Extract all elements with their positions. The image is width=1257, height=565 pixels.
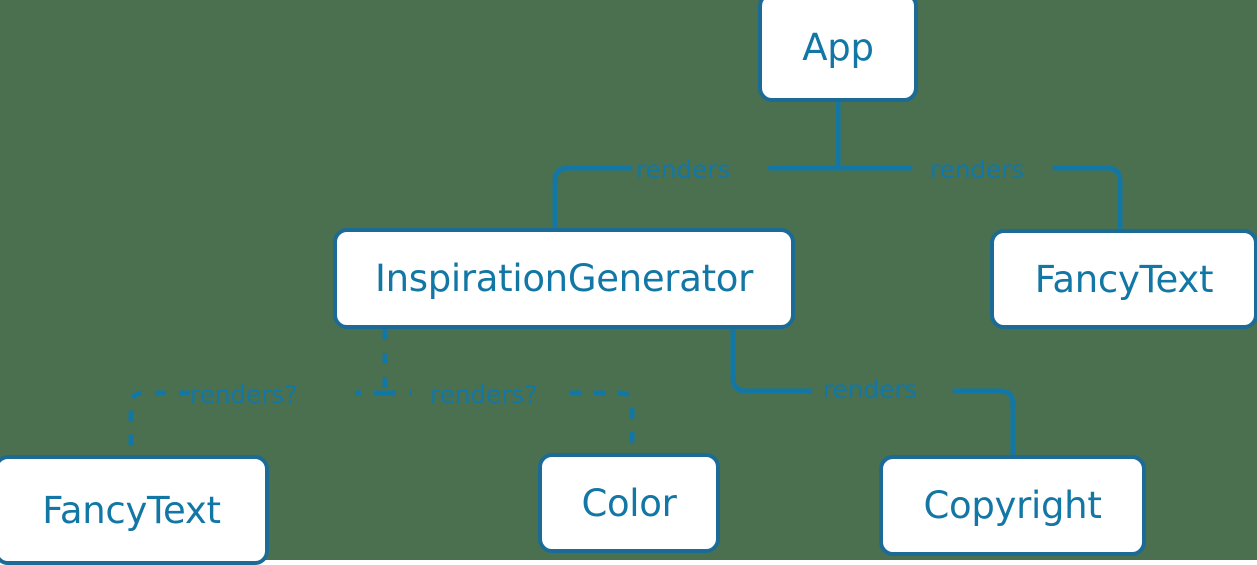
node-app-label: App bbox=[802, 25, 874, 69]
edge-label-inspirationgenerator-to-color: renders? bbox=[430, 380, 538, 409]
node-copyright[interactable]: Copyright bbox=[879, 455, 1146, 556]
connector-app-to-inspirationgenerator bbox=[552, 165, 841, 231]
node-copyright-label: Copyright bbox=[923, 484, 1102, 527]
edge-label-app-to-fancytext: renders bbox=[930, 155, 1025, 184]
connector-inspirationgenerator-to-fancytext bbox=[128, 390, 385, 455]
node-fancytext-bottom-label: FancyText bbox=[42, 488, 221, 532]
node-fancytext-top-label: FancyText bbox=[1034, 257, 1214, 301]
node-app[interactable]: App bbox=[758, 0, 918, 102]
node-color-label: Color bbox=[581, 481, 677, 525]
node-color[interactable]: Color bbox=[538, 453, 720, 553]
node-inspirationgenerator[interactable]: InspirationGenerator bbox=[333, 228, 795, 329]
node-fancytext-bottom[interactable]: FancyText bbox=[0, 455, 269, 565]
connector-inspirationgenerator-to-color bbox=[385, 390, 635, 453]
edge-label-inspirationgenerator-to-fancytext: renders? bbox=[190, 380, 298, 409]
connector-app-to-fancytext bbox=[835, 165, 1123, 232]
connector-inspirationgenerator-to-copyright bbox=[730, 326, 1016, 458]
edge-label-app-to-inspirationgenerator: renders bbox=[636, 155, 731, 184]
node-fancytext-top[interactable]: FancyText bbox=[990, 229, 1257, 329]
edge-label-inspirationgenerator-to-copyright: renders bbox=[823, 375, 918, 404]
node-inspirationgenerator-label: InspirationGenerator bbox=[374, 257, 754, 300]
